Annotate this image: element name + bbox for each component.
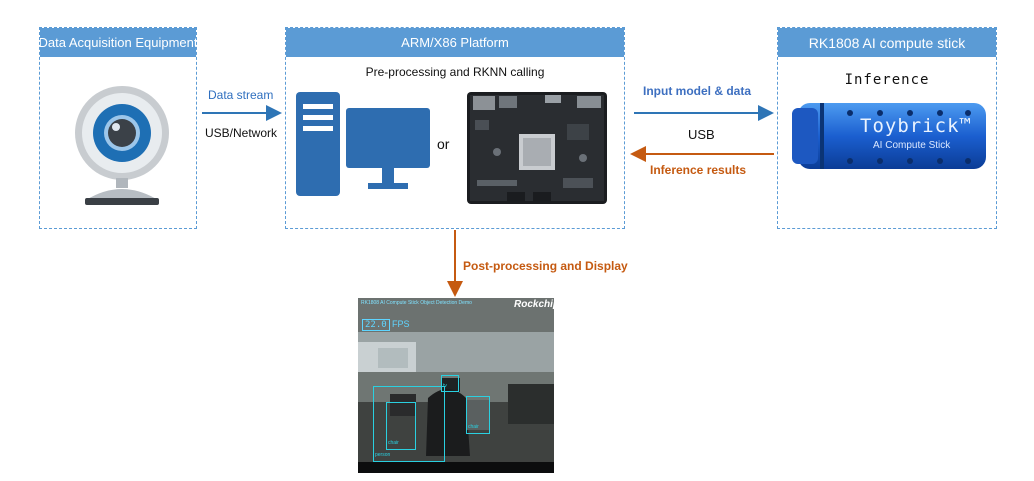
compute-stick-box: RK1808 AI compute stick Inference Toybri… [777, 27, 997, 229]
desktop-computer-icon [296, 92, 430, 196]
usb-stick-icon [792, 103, 986, 169]
fps-label: FPS [392, 319, 410, 329]
detection-box: chair [466, 396, 490, 434]
circuit-board-icon [467, 92, 607, 204]
detection-label: person [375, 452, 391, 458]
detection-display: RK1808 AI Compute Stick Object Detection… [358, 298, 554, 473]
detection-box: person [373, 386, 445, 462]
stick-brand-sub: AI Compute Stick [873, 140, 951, 151]
usb-label: USB [688, 127, 715, 142]
fps-value: 22.0 [362, 319, 390, 331]
or-label: or [437, 136, 450, 152]
display-header: RK1808 AI Compute Stick Object Detection… [361, 300, 472, 306]
inference-results-label: Inference results [650, 163, 747, 177]
data-stream-label: Data stream [208, 88, 274, 102]
platform-title: ARM/X86 Platform [286, 28, 624, 57]
input-model-label: Input model & data [643, 84, 751, 98]
acquisition-title: Data Acquisition Equipment [40, 28, 196, 57]
webcam-icon [75, 86, 169, 205]
detection-label: chair [388, 440, 399, 446]
detection-label: chair [468, 424, 479, 430]
acquisition-box: Data Acquisition Equipment [39, 27, 197, 229]
display-logo: Rockchip [514, 299, 554, 310]
detection-box: chair [386, 402, 416, 450]
usb-network-label: USB/Network [205, 126, 278, 140]
post-processing-label: Post-processing and Display [463, 259, 628, 273]
stick-subtitle: Inference [844, 72, 930, 88]
platform-box: ARM/X86 Platform Pre-processing and RKNN… [285, 27, 625, 229]
camera-display-screenshot [358, 298, 554, 473]
platform-subtitle: Pre-processing and RKNN calling [365, 65, 545, 79]
stick-brand: Toybrick™ [860, 115, 972, 137]
stick-title: RK1808 AI compute stick [778, 28, 996, 57]
